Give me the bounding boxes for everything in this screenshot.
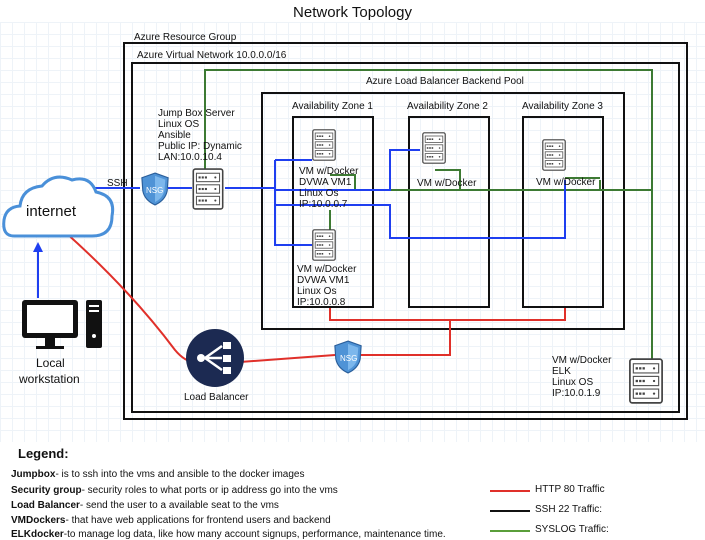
legend-term: Load Balancer [11,500,80,511]
ssh-line-trunk [274,160,312,246]
elk-label-3: Linux OS [552,377,594,388]
legend-item-security-group: Security group- security roles to what p… [11,485,338,496]
jumpbox-label-5: LAN:10.0.10.4 [158,152,222,163]
http-line-internet-lb [64,231,196,363]
syslog-key-label: SYSLOG Traffic: [535,524,609,535]
elk-server-icon [629,358,663,404]
internet-label: internet [26,203,77,220]
legend-desc: - security roles to what ports or ip add… [81,485,338,496]
internet-cloud-icon [2,175,115,238]
load-balancer-label: Load Balancer [184,392,249,403]
backend-pool-label: Azure Load Balancer Backend Pool [366,76,524,87]
elk-label-4: IP:10.0.1.9 [552,388,601,399]
load-balancer-icon [186,329,244,387]
vm3-server-icon [422,132,446,164]
legend-heading: Legend: [18,446,69,461]
vm2-label-3: Linux Os [297,286,337,297]
vm1-label-1: VM w/Docker [299,166,359,177]
jumpbox-label-4: Public IP: Dynamic [158,141,242,152]
diagram-title: Network Topology [293,4,412,21]
ssh-key-line [490,510,530,512]
virtual-network-box [131,62,680,413]
ssh-key-label: SSH 22 Traffic: [535,504,603,515]
jumpbox-label-2: Linux OS [158,119,200,130]
vm2-label-4: IP:10.0.0.8 [297,297,346,308]
backend-pool-box [261,92,625,330]
vm2-label-1: VM w/Docker [297,264,357,275]
vm2-label-2: DVWA VM1 [297,275,350,286]
http-key-line [490,490,530,492]
legend-desc: - that have web applications for fronten… [65,515,331,526]
legend-item-jumpbox: Jumpbox- is to ssh into the vms and ansi… [11,469,304,480]
jumpbox-label-3: Ansible [158,130,191,141]
legend-item-elkdocker: ELKdocker-to manage log data, like how m… [11,529,446,540]
jumpbox-server-icon [192,168,224,210]
syslog-line-vm3 [435,169,461,190]
vm4-server-icon [542,139,566,171]
http-key-label: HTTP 80 Traffic [535,484,605,495]
vm1-server-icon [312,129,336,161]
vm3-label: VM w/Docker [417,178,477,189]
http-line-nsg-pool [360,308,566,356]
resource-group-label: Azure Resource Group [134,32,237,43]
http-line-lb-nsg [239,354,336,363]
legend-item-load-balancer: Load Balancer- send the user to a availa… [11,500,279,511]
virtual-network-label: Azure Virtual Network 10.0.0.0/16 [137,50,287,61]
ssh-line-to-vm3 [275,149,420,191]
legend-desc: - is to ssh into the vms and ansible to … [55,469,305,480]
vm1-label-4: IP:10.0.0.7 [299,199,348,210]
vm1-label-2: DVWA VM1 [299,177,352,188]
http-line-pool-vm1 [329,308,450,321]
workstation-label-1: Local [36,356,65,370]
ssh-label: SSH [107,178,128,189]
legend-term: ELKdocker [11,529,64,540]
elk-label-1: VM w/Docker [552,355,612,366]
resource-group-box [123,42,688,420]
workstation-icon [22,300,102,349]
legend-term: VMDockers [11,515,66,526]
zone3-box [522,116,604,308]
zone2-box [408,116,490,308]
syslog-line-top [204,69,653,360]
vm2-server-icon [312,229,336,261]
vm1-label-3: Linux Os [299,188,339,199]
elk-label-2: ELK [552,366,571,377]
nsg-label-bottom: NSG [340,354,358,363]
vm4-label: VM w/Docker [536,177,596,188]
legend-term: Security group [11,485,82,496]
zone1-label: Availability Zone 1 [292,101,373,112]
nsg-label-top: NSG [146,186,164,195]
zone2-label: Availability Zone 2 [407,101,488,112]
jumpbox-label-1: Jump Box Server [158,108,235,119]
ssh-line-to-vm4 [275,180,566,239]
syslog-key-line [490,530,530,532]
legend-term: Jumpbox [11,469,56,480]
legend-desc: -to manage log data, like how many accou… [63,529,446,540]
legend-item-vmdockers: VMDockers- that have web applications fo… [11,515,331,526]
legend-desc: - send the user to a available seat to t… [79,500,279,511]
zone1-box [292,116,374,308]
zone3-label: Availability Zone 3 [522,101,603,112]
workstation-label-2: workstation [19,372,80,386]
